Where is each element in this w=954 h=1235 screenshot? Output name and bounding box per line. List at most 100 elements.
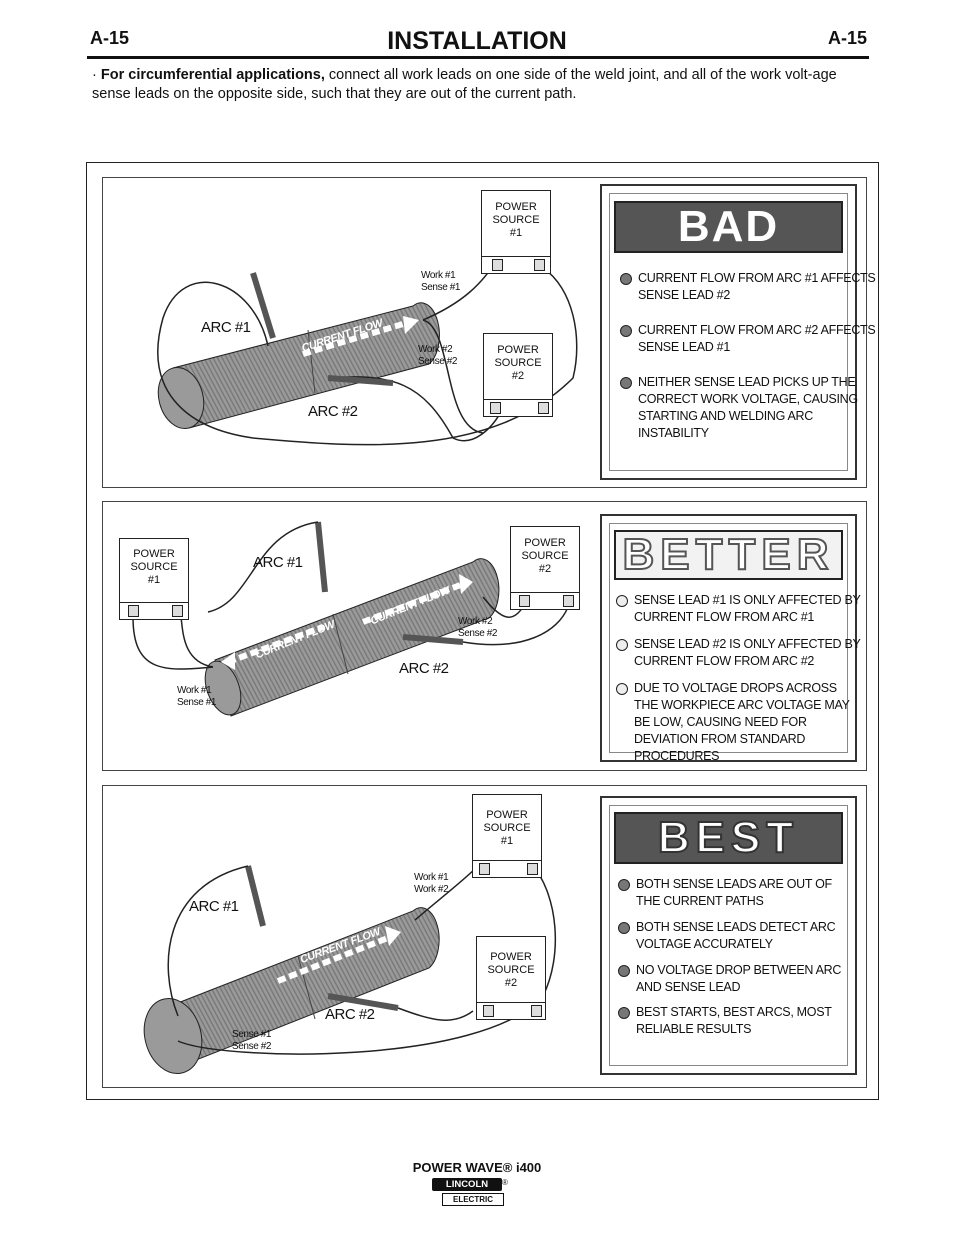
arc1-cable <box>207 521 319 613</box>
sense1-lead <box>422 319 484 434</box>
arc2-label: ARC #2 <box>399 660 449 677</box>
ps1-line3: #1 <box>500 835 514 847</box>
best-bullet-1: BOTH SENSE LEADS ARE OUT OF THE CURRENT … <box>618 876 846 910</box>
workpiece-pipe <box>214 558 500 717</box>
arc1-label: ARC #1 <box>201 319 251 336</box>
ps2-line1: POWER <box>490 951 532 963</box>
panel-best: ARC #1 ARC #2 CURRENT FLOW POWER SOURCE … <box>102 785 867 1088</box>
torch-arc1 <box>250 272 276 339</box>
bad-power-source-1: POWER SOURCE #1 <box>481 190 551 274</box>
best-bullet-3: NO VOLTAGE DROP BETWEEN ARC AND SENSE LE… <box>618 962 846 996</box>
lead1-line2: Sense #1 <box>177 697 217 708</box>
torch-arc2 <box>327 993 399 1011</box>
better-diagram <box>132 521 569 717</box>
intro-paragraph: · For circumferential applications, conn… <box>92 66 877 104</box>
logo-reg-mark: ® <box>502 1178 508 1187</box>
lead1-line1: Work #1 <box>414 872 449 883</box>
ps1-line2: SOURCE <box>492 214 540 226</box>
figure-frame <box>86 162 879 1100</box>
weld-joint <box>297 955 316 1020</box>
current-flow-arrow <box>276 933 395 984</box>
ps2-line2: SOURCE <box>521 550 569 562</box>
intro-text: connect all work leads on one side of th… <box>92 67 837 102</box>
better-bullet-1: SENSE LEAD #1 IS ONLY AFFECTED BY CURREN… <box>616 592 874 626</box>
ps2-line3: #2 <box>511 370 525 382</box>
best-diagram <box>143 865 557 1074</box>
page-title: INSTALLATION <box>387 27 567 55</box>
bad-bullet-3: NEITHER SENSE LEAD PICKS UP THE CORRECT … <box>620 374 878 442</box>
pipe-end <box>204 660 242 716</box>
lead2-line2: Sense #2 <box>418 356 458 367</box>
lead2-line1: Work #2 <box>418 344 453 355</box>
lincoln-electric-logo: LINCOLN ® ELECTRIC <box>432 1178 508 1206</box>
lead1-line2: Work #2 <box>414 884 449 895</box>
best-bullet-4: BEST STARTS, BEST ARCS, MOST RELIABLE RE… <box>618 1004 846 1038</box>
current-flow-arrowhead <box>385 926 401 946</box>
lead2-line1: Sense #1 <box>232 1029 272 1040</box>
best-banner-text: BEST <box>657 812 800 863</box>
better-power-source-2: POWER SOURCE #2 <box>510 526 580 610</box>
lead1-label: Work #1 Sense #1 <box>177 685 216 709</box>
bad-power-source-2: POWER SOURCE #2 <box>483 333 553 417</box>
ps1-line3: #1 <box>147 574 161 586</box>
arc2-cable <box>462 606 569 646</box>
panel-bad: ARC #1 ARC #2 CURRENT FLOW POWER SOURCE … <box>102 177 876 488</box>
panel-better: ARC #1 ARC #2 CURRENT FLOW CURRENT FLOW … <box>102 501 867 771</box>
bad-diagram <box>157 257 578 446</box>
best-banner: BEST <box>614 812 843 864</box>
ps1-line1: POWER <box>495 201 537 213</box>
ps2-line2: SOURCE <box>494 357 542 369</box>
current-flow-arrowhead <box>403 316 419 334</box>
bad-banner-text: BAD <box>677 202 780 251</box>
ps2-line1: POWER <box>497 344 539 356</box>
ps2-line2: SOURCE <box>487 964 535 976</box>
arc1-label: ARC #1 <box>189 898 239 915</box>
ps2-line3: #2 <box>538 563 552 575</box>
sense-leads <box>177 865 557 1055</box>
bad-bullet-2: CURRENT FLOW FROM ARC #2 AFFECTS SENSE L… <box>620 322 878 356</box>
lead2-label: Work #2 Sense #2 <box>418 344 457 368</box>
ps1-line1: POWER <box>133 548 175 560</box>
best-board: BEST BOTH SENSE LEADS ARE OUT OF THE CUR… <box>600 796 857 1075</box>
bad-bullet-1: CURRENT FLOW FROM ARC #1 AFFECTS SENSE L… <box>620 270 878 304</box>
arc2-cable <box>327 376 504 442</box>
bad-banner: BAD <box>614 201 843 253</box>
lead2-line2: Sense #2 <box>232 1041 272 1052</box>
better-bullet-2: SENSE LEAD #2 IS ONLY AFFECTED BY CURREN… <box>616 636 874 670</box>
arc1-cable <box>167 865 249 1017</box>
flow-arrowhead-left <box>221 652 235 670</box>
torch-arc1 <box>245 865 266 927</box>
arc2-cable <box>397 1007 474 1021</box>
torch-arc1 <box>315 521 328 593</box>
pipe-end <box>157 367 205 429</box>
current-flow-arrow <box>302 321 404 357</box>
logo-bottom-text: ELECTRIC <box>442 1193 504 1206</box>
work1-lead <box>132 616 214 670</box>
best-power-source-2: POWER SOURCE #2 <box>476 936 546 1020</box>
ps1-line2: SOURCE <box>483 822 531 834</box>
intro-bullet: · <box>92 67 97 83</box>
weld-joint <box>307 329 316 394</box>
arc2-label: ARC #2 <box>308 403 358 420</box>
flow-arrow-left <box>226 624 325 665</box>
cable-ps1-to-arc1 <box>157 267 578 446</box>
better-banner-text: BETTER <box>622 529 835 580</box>
better-banner: BETTER <box>614 529 843 580</box>
ps1-line1: POWER <box>486 809 528 821</box>
lead2-label: Work #2 Sense #2 <box>458 616 497 640</box>
lead2-line1: Work #2 <box>458 616 493 627</box>
lead2-line2: Sense #2 <box>458 628 498 639</box>
bad-board: BAD CURRENT FLOW FROM ARC #1 AFFECTS SEN… <box>600 184 876 480</box>
lead1-line1: Work #1 <box>177 685 212 696</box>
torch-arc2 <box>327 375 394 386</box>
logo-top-text: LINCOLN <box>432 1178 502 1191</box>
better-board: BETTER SENSE LEAD #1 IS ONLY AFFECTED BY… <box>600 514 861 763</box>
lead1-line1: Work #1 <box>421 270 456 281</box>
intro-bold: For circumferential applications, <box>100 67 325 83</box>
flow-arrowhead-right <box>459 574 473 594</box>
best-power-source-1: POWER SOURCE #1 <box>472 794 542 878</box>
arc2-label: ARC #2 <box>325 1006 375 1023</box>
page-code-right: A-15 <box>828 28 868 48</box>
pipe-end <box>143 998 203 1074</box>
footer-model: POWER WAVE® i400 <box>412 1160 542 1175</box>
